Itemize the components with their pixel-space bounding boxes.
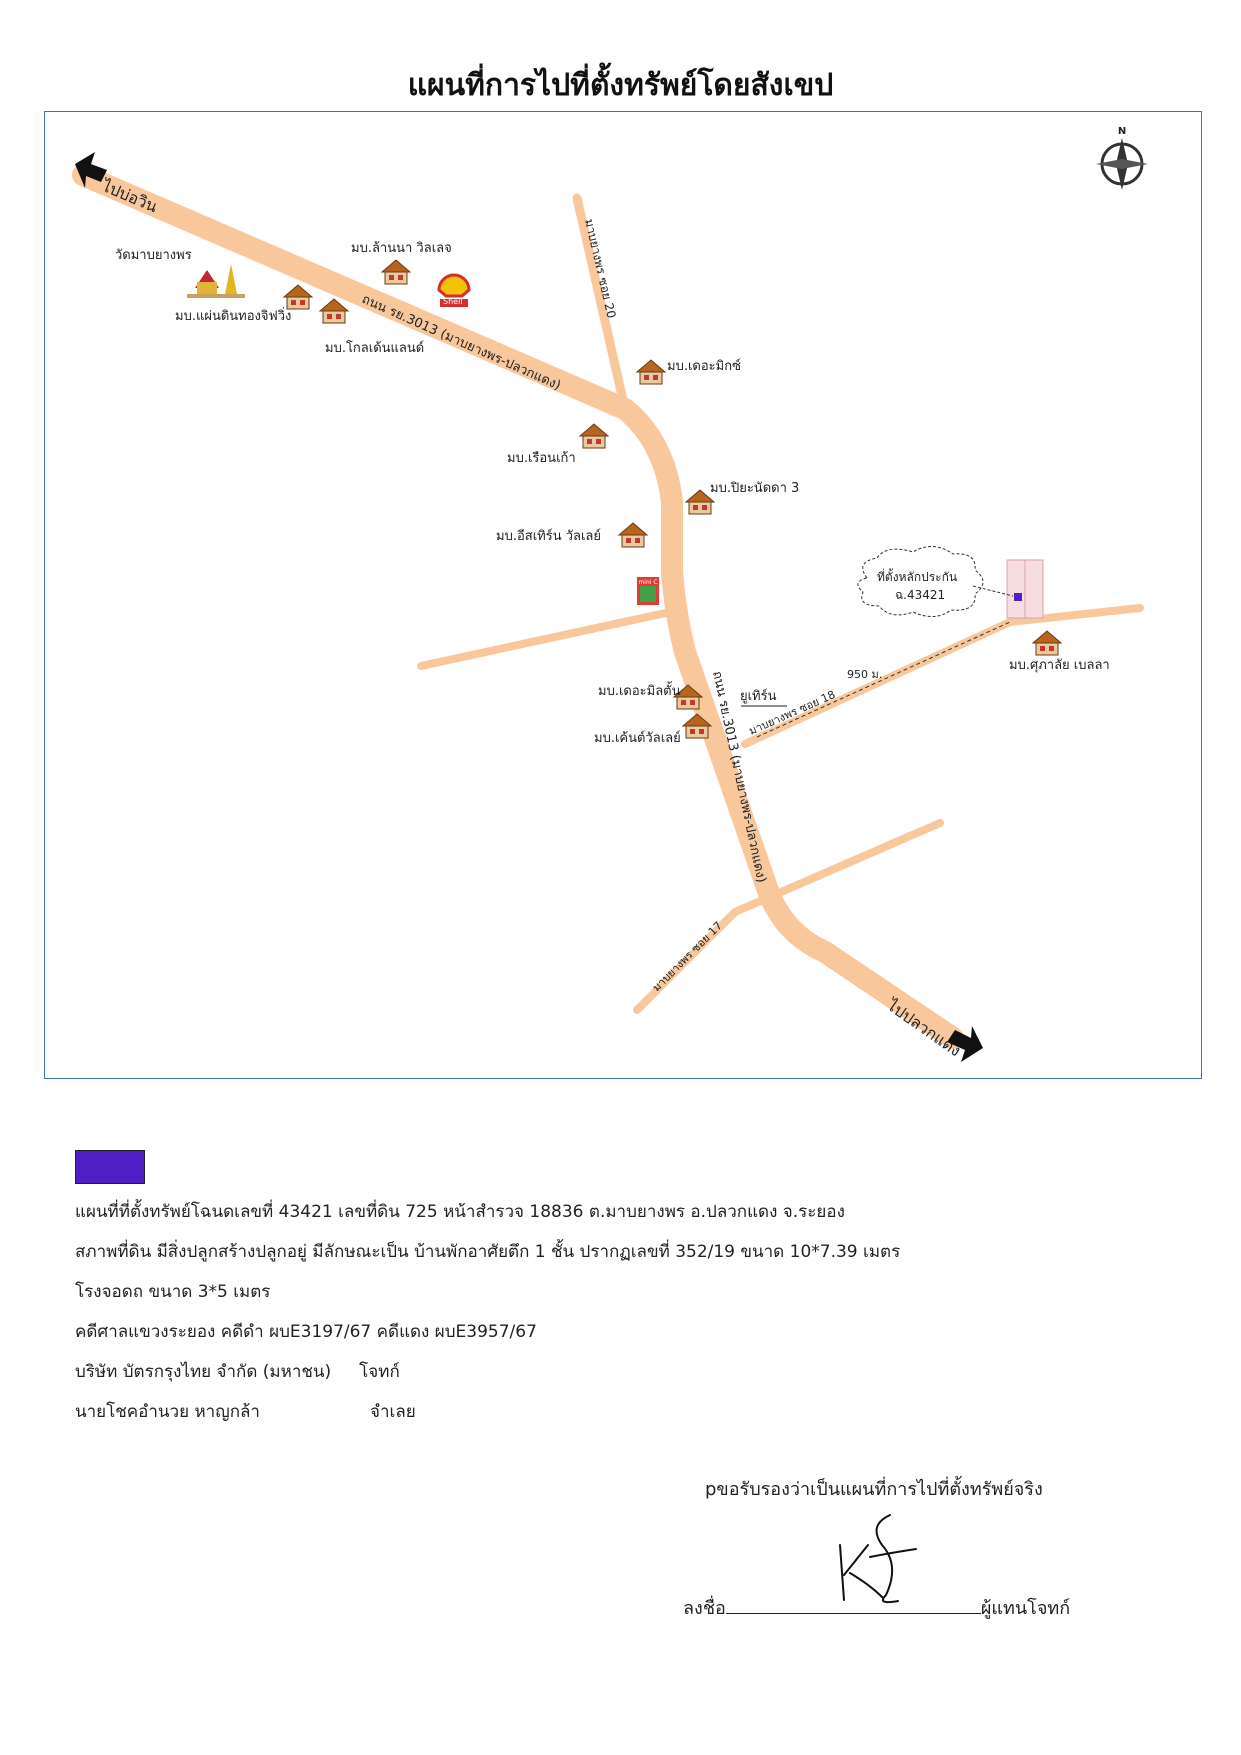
soi-20-road (572, 193, 630, 414)
legend-swatch (75, 1150, 145, 1184)
signature-row: ลงชื่อ ผู้แทนโจทก์ (683, 1593, 1070, 1622)
house-icon (283, 284, 313, 310)
north-compass-icon: N (1096, 126, 1148, 190)
location-map: N ไปบ่อวิน ไปปลวกแดง ถนน รย.3013 (มาบยาง… (44, 111, 1202, 1079)
info-line-garage: โรงจอดถ ขนาด 3*5 เมตร (75, 1282, 271, 1302)
shell-label: Shell (443, 297, 463, 306)
label-lanna-village: มบ.ล้านนา วิลเลจ (351, 241, 452, 256)
property-info: แผนที่ที่ตั้งทรัพย์โฉนดเลขที่ 43421 เลขท… (75, 1192, 1175, 1432)
roads (72, 164, 1144, 1049)
temple-icon (187, 264, 245, 298)
house-icon (579, 423, 609, 449)
callout-pointer (972, 585, 1014, 597)
collateral-plot (1006, 559, 1044, 619)
house-icon (636, 359, 666, 385)
label-u-turn: ยูเทิร์น (740, 688, 777, 704)
label-collateral-1: ที่ตั้งหลักประกัน (877, 568, 957, 584)
label-suphalai: มบ.ศุภาลัย เบลลา (1009, 658, 1110, 673)
page-title: แผนที่การไปที่ตั้งทรัพย์โดยสังเขป (407, 68, 834, 103)
defendant-name: นายโชคอำนวย หาญกล้า (75, 1402, 260, 1422)
label-collateral-2: ฉ.43421 (895, 588, 945, 602)
mini-c-store-icon: mini C (637, 577, 659, 605)
info-line-case: คดีศาลแขวงระยอง คดีดำ ผบE3197/67 คดีแดง … (75, 1322, 537, 1342)
compass-label: N (1118, 126, 1126, 137)
main-road (72, 164, 964, 1049)
soi-18-road (741, 604, 1144, 748)
house-icon (319, 298, 349, 324)
collateral-marker (1014, 593, 1022, 601)
label-temple: วัดมาบยางพร (115, 248, 192, 263)
house-icon (1032, 630, 1062, 656)
label-the-mix: มบ.เดอะมิกซ์ (667, 358, 741, 374)
west-branch-road (417, 608, 674, 670)
distance-line (756, 621, 1011, 738)
house-icon (381, 259, 411, 285)
defendant-row: นายโชคอำนวย หาญกล้า จำเลย (75, 1392, 1175, 1432)
map-canvas: N ไปบ่อวิน ไปปลวกแดง ถนน รย.3013 (มาบยาง… (72, 126, 1148, 1062)
label-the-milton: มบ.เดอะมิลตั้น (598, 681, 681, 699)
soi-17-road (633, 819, 944, 1014)
label-eastern-valley: มบ.อีสเทิร์น วัลเลย์ (496, 528, 601, 544)
shell-logo-icon (437, 273, 471, 307)
signature-line (725, 1595, 981, 1614)
label-soi-17: มาบยางพร ซอย 17 (650, 919, 725, 994)
plaintiff-role: โจทก์ (359, 1362, 400, 1382)
label-piyanatda: มบ.ปิยะนัดดา 3 (710, 481, 799, 496)
label-to-bo-win: ไปบ่อวิน (98, 175, 161, 216)
mini-c-label: mini C (638, 579, 657, 586)
callout-cloud (857, 546, 984, 617)
plaintiff-name: บริษัท บัตรกรุงไทย จำกัด (มหาชน) (75, 1362, 332, 1382)
certification-text: pขอรับรองว่าเป็นแผนที่การไปที่ตั้งทรัพย์… (705, 1479, 1043, 1500)
house-icon (618, 522, 648, 548)
label-ruen-kao: มบ.เรือนเก้า (507, 450, 576, 466)
arrow-to-pluak-daeng-icon (947, 1026, 983, 1062)
info-line-title-deed: แผนที่ที่ตั้งทรัพย์โฉนดเลขที่ 43421 เลขท… (75, 1202, 845, 1222)
label-kent-valley: มบ.เค้นต์วัลเลย์ (594, 730, 681, 746)
label-golden-land: มบ.โกลเด้นแลนด์ (325, 340, 424, 356)
label-paendin-thong: มบ.แผ่นดินทองจิฟวิ่ง (175, 307, 291, 324)
plaintiff-row: บริษัท บัตรกรุงไทย จำกัด (มหาชน) โจทก์ (75, 1352, 1175, 1392)
sign-suffix: ผู้แทนโจทก์ (980, 1598, 1071, 1619)
info-line-land-condition: สภาพที่ดิน มีสิ่งปลูกสร้างปลูกอยู่ มีลัก… (75, 1242, 901, 1262)
arrow-to-bo-win-icon (75, 152, 107, 188)
label-distance: 950 ม. (847, 668, 882, 681)
sign-prefix: ลงชื่อ (683, 1598, 726, 1619)
handwritten-signature (839, 1514, 917, 1604)
defendant-role: จำเลย (370, 1402, 416, 1422)
